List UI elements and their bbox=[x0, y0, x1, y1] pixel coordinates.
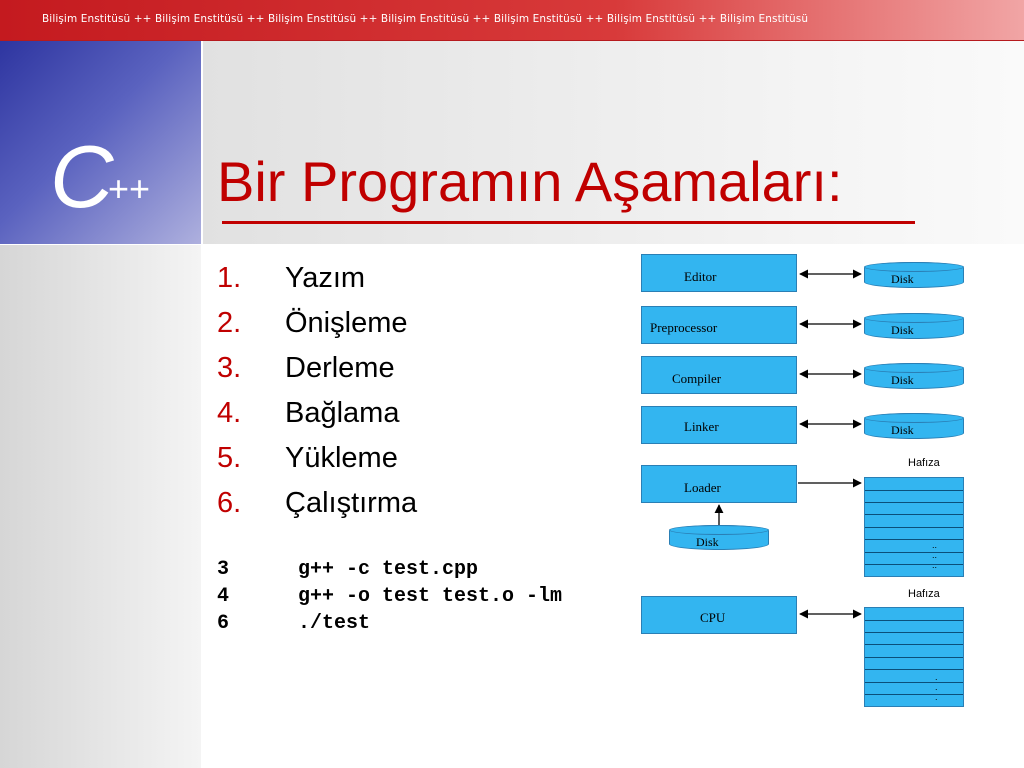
stage-compiler: Compiler bbox=[641, 356, 797, 394]
disk-label: Disk bbox=[891, 323, 914, 337]
disk-label: Disk bbox=[891, 423, 914, 437]
command-step: 6 bbox=[217, 612, 230, 635]
command-text: g++ -c test.cpp bbox=[298, 558, 479, 581]
disk-cylinder: Disk bbox=[669, 525, 769, 550]
memory-dots: .. .. .. bbox=[932, 540, 938, 570]
disk-label: Disk bbox=[696, 535, 719, 549]
command-step: 3 bbox=[217, 558, 230, 581]
memory-label: Hafıza bbox=[908, 457, 940, 469]
divider-vertical bbox=[202, 41, 203, 244]
memory-row-line bbox=[865, 632, 963, 633]
disk-cylinder: Disk bbox=[864, 262, 964, 288]
step-number: 4. bbox=[217, 397, 242, 429]
step-label: Yazım bbox=[285, 262, 366, 294]
stage-editor: Editor bbox=[641, 254, 797, 292]
memory-row-line bbox=[865, 527, 963, 528]
stage-loader: Loader bbox=[641, 465, 797, 503]
step-number: 1. bbox=[217, 262, 242, 294]
disk-cylinder: Disk bbox=[864, 363, 964, 389]
stage-label: Editor bbox=[684, 269, 717, 284]
memory-label: Hafıza bbox=[908, 588, 940, 600]
memory-row-line bbox=[865, 490, 963, 491]
memory-row-line bbox=[865, 552, 963, 553]
step-number: 6. bbox=[217, 487, 242, 519]
stage-label: Loader bbox=[684, 480, 721, 495]
header-band bbox=[203, 41, 1024, 244]
command-text: g++ -o test test.o -lm bbox=[298, 585, 563, 608]
title-underline bbox=[222, 221, 915, 224]
memory-row-line bbox=[865, 694, 963, 695]
step-number: 2. bbox=[217, 307, 242, 339]
stage-label: Preprocessor bbox=[650, 320, 718, 335]
memory-row-line bbox=[865, 514, 963, 515]
stage-cpu: CPU bbox=[641, 596, 797, 634]
step-number: 5. bbox=[217, 442, 242, 474]
stage-linker: Linker bbox=[641, 406, 797, 444]
divider-horizontal bbox=[0, 244, 1024, 245]
memory-block-loader: .. .. .. bbox=[864, 477, 964, 577]
step-label: Bağlama bbox=[285, 397, 400, 429]
memory-row-line bbox=[865, 682, 963, 683]
banner-text: Bilişim Enstitüsü ++ Bilişim Enstitüsü +… bbox=[42, 13, 809, 25]
step-label: Yükleme bbox=[285, 442, 398, 474]
stage-label: Compiler bbox=[672, 371, 722, 386]
step-label: Önişleme bbox=[285, 307, 408, 339]
memory-dots: . . . bbox=[935, 672, 938, 702]
step-label: Derleme bbox=[285, 352, 395, 384]
disk-label: Disk bbox=[891, 272, 914, 286]
step-number: 3. bbox=[217, 352, 242, 384]
disk-cylinder: Disk bbox=[864, 413, 964, 439]
step-label: Çalıştırma bbox=[285, 487, 418, 519]
logo: C ++ bbox=[0, 41, 201, 244]
memory-row-line bbox=[865, 539, 963, 540]
banner-bar: Bilişim Enstitüsü ++ Bilişim Enstitüsü +… bbox=[0, 0, 1024, 41]
stage-label: Linker bbox=[684, 419, 719, 434]
disk-label: Disk bbox=[891, 373, 914, 387]
stage-label: CPU bbox=[700, 610, 726, 625]
memory-block-cpu: . . . bbox=[864, 607, 964, 707]
memory-row-line bbox=[865, 657, 963, 658]
memory-row-line bbox=[865, 502, 963, 503]
command-text: ./test bbox=[298, 612, 371, 635]
logo-suffix: ++ bbox=[108, 168, 151, 209]
slide-title: Bir Programın Aşamaları: bbox=[217, 150, 843, 213]
memory-row-line bbox=[865, 669, 963, 670]
memory-row-line bbox=[865, 644, 963, 645]
logo-letter: C bbox=[50, 127, 114, 226]
memory-row-line bbox=[865, 620, 963, 621]
disk-cylinder: Disk bbox=[864, 313, 964, 339]
stage-preprocessor: Preprocessor bbox=[641, 306, 797, 344]
command-step: 4 bbox=[217, 585, 230, 608]
memory-row-line bbox=[865, 564, 963, 565]
left-band bbox=[0, 245, 201, 768]
